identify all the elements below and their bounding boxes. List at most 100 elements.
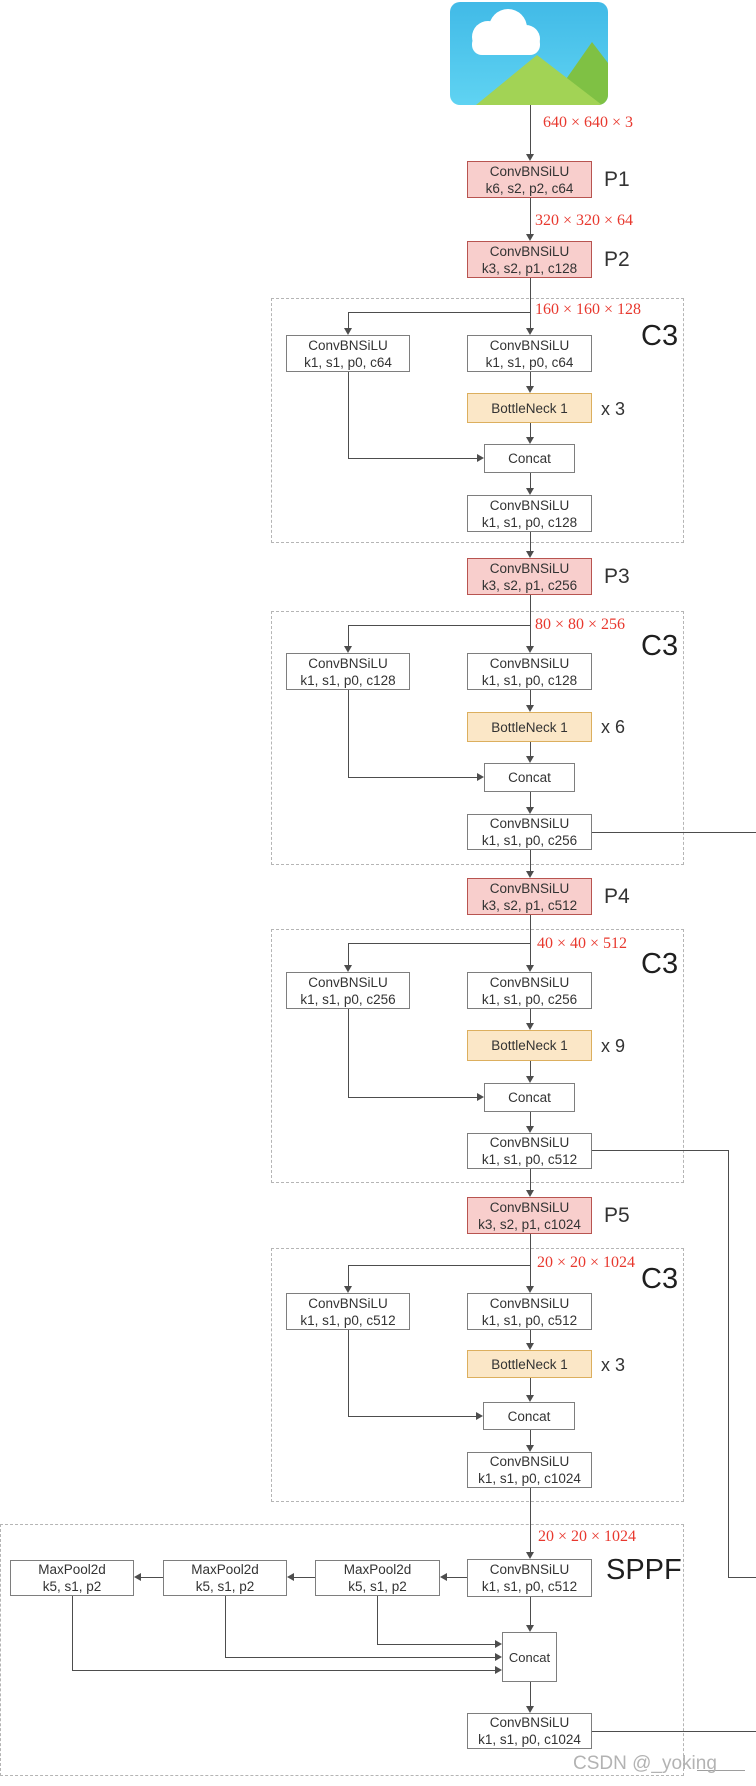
neck-output-line bbox=[592, 832, 756, 833]
arrowhead bbox=[526, 1445, 534, 1452]
c3-3-repeat-label: x 9 bbox=[601, 1036, 626, 1056]
c3-3-group-box bbox=[271, 929, 684, 1183]
arrowhead bbox=[526, 1706, 534, 1713]
dim-label-c3-4: 20 × 20 × 1024 bbox=[537, 1254, 636, 1271]
box-params: k1, s1, p0, c64 bbox=[485, 354, 574, 370]
c3-2-out-conv-box: ConvBNSiLU k1, s1, p0, c256 bbox=[467, 814, 592, 850]
arrowhead bbox=[344, 1286, 352, 1293]
arrowhead bbox=[526, 1076, 534, 1083]
skip-line bbox=[348, 458, 477, 459]
skip-line bbox=[348, 1416, 476, 1417]
pool-branch-line bbox=[377, 1596, 378, 1645]
arrowhead bbox=[344, 646, 352, 653]
flow-line bbox=[530, 198, 531, 234]
box-params: k1, s1, p0, c256 bbox=[481, 991, 578, 1007]
arrowhead bbox=[526, 1552, 534, 1559]
box-title: ConvBNSiLU bbox=[489, 560, 570, 576]
arrowhead bbox=[344, 965, 352, 972]
box-title: ConvBNSiLU bbox=[308, 337, 388, 353]
c3-1-out-conv-box: ConvBNSiLU k1, s1, p0, c128 bbox=[467, 495, 592, 532]
arrowhead bbox=[287, 1573, 294, 1581]
box-title: ConvBNSiLU bbox=[489, 163, 570, 179]
arrowhead bbox=[526, 1395, 534, 1402]
arrowhead bbox=[526, 871, 534, 878]
flow-line bbox=[530, 1169, 531, 1190]
c3-4-label: C3 bbox=[641, 1263, 679, 1295]
box-title: BottleNeck 1 bbox=[491, 1038, 568, 1053]
stage-label-p1: P1 bbox=[604, 168, 630, 191]
c3-2-left-conv-box: ConvBNSiLU k1, s1, p0, c128 bbox=[286, 653, 410, 690]
sppf-group-box bbox=[0, 1524, 684, 1776]
box-params: k3, s2, p1, c128 bbox=[481, 260, 578, 276]
arrowhead bbox=[495, 1640, 502, 1648]
flow-line bbox=[530, 531, 531, 551]
flow-line bbox=[530, 1430, 531, 1445]
box-title: ConvBNSiLU bbox=[489, 1454, 570, 1469]
c3-3-bottleneck-box: BottleNeck 1 bbox=[467, 1030, 592, 1061]
arrowhead bbox=[526, 1625, 534, 1632]
skip-line bbox=[348, 1097, 477, 1098]
box-title: ConvBNSiLU bbox=[489, 1295, 570, 1311]
neck-output-line bbox=[592, 1150, 729, 1151]
arrowhead bbox=[526, 488, 534, 495]
arrowhead bbox=[526, 551, 534, 558]
box-title: BottleNeck 1 bbox=[491, 400, 568, 416]
branch-line bbox=[348, 1265, 530, 1266]
dim-label-c3-3: 40 × 40 × 512 bbox=[537, 935, 628, 952]
flow-line bbox=[530, 278, 531, 328]
skip-line bbox=[348, 777, 477, 778]
box-title: Concat bbox=[507, 1408, 551, 1424]
flow-line bbox=[530, 423, 531, 437]
flow-line bbox=[530, 105, 531, 154]
c3-2-bottleneck-box: BottleNeck 1 bbox=[467, 712, 592, 742]
dim-label-input: 640 × 640 × 3 bbox=[543, 114, 634, 131]
arrowhead bbox=[526, 965, 534, 972]
neck-output-line bbox=[728, 1577, 756, 1578]
arrowhead bbox=[526, 807, 534, 814]
branch-line bbox=[348, 312, 349, 328]
box-title: ConvBNSiLU bbox=[489, 243, 570, 259]
pool-branch-line bbox=[72, 1596, 73, 1671]
arrowhead bbox=[134, 1573, 141, 1581]
c3-1-label: C3 bbox=[641, 320, 679, 352]
stage-label-p3: P3 bbox=[604, 565, 630, 588]
skip-line bbox=[348, 372, 349, 459]
neck-output-line bbox=[728, 1150, 729, 1578]
sppf-label: SPPF bbox=[606, 1554, 682, 1586]
c3-1-group-box bbox=[271, 298, 684, 543]
flow-line bbox=[530, 742, 531, 756]
conv-p4-box: ConvBNSiLU k3, s2, p1, c512 bbox=[467, 878, 592, 915]
box-title: ConvBNSiLU bbox=[489, 1562, 570, 1577]
box-title: Concat bbox=[508, 1090, 551, 1105]
skip-line bbox=[348, 1009, 349, 1098]
c3-1-left-conv-box: ConvBNSiLU k1, s1, p0, c64 bbox=[286, 335, 410, 372]
c3-3-concat-box: Concat bbox=[484, 1083, 575, 1112]
maxpool-chain-line bbox=[447, 1577, 467, 1578]
conv-p2-box: ConvBNSiLU k3, s2, p1, c128 bbox=[467, 241, 592, 278]
arrowhead bbox=[526, 154, 534, 161]
c3-3-label: C3 bbox=[641, 948, 679, 980]
branch-line bbox=[348, 312, 530, 313]
box-title: ConvBNSiLU bbox=[489, 1715, 570, 1730]
box-params: k3, s2, p1, c256 bbox=[481, 577, 578, 593]
box-params: k1, s1, p0, c512 bbox=[481, 1312, 578, 1328]
arrowhead bbox=[477, 1093, 484, 1101]
front-mountain-icon bbox=[476, 55, 602, 105]
branch-line bbox=[348, 1265, 349, 1286]
arrowhead bbox=[526, 234, 534, 241]
c3-4-repeat-label: x 3 bbox=[601, 1355, 626, 1375]
branch-line bbox=[348, 625, 349, 646]
arrowhead bbox=[476, 1412, 483, 1420]
c3-2-repeat-label: x 6 bbox=[601, 717, 626, 737]
arrowhead bbox=[526, 386, 534, 393]
c3-4-right-conv-box: ConvBNSiLU k1, s1, p0, c512 bbox=[467, 1293, 592, 1330]
arrowhead bbox=[526, 646, 534, 653]
box-params: k5, s1, p2 bbox=[42, 1579, 102, 1594]
cloud-icon bbox=[472, 9, 540, 55]
box-title: ConvBNSiLU bbox=[489, 974, 570, 990]
flow-line bbox=[530, 1112, 531, 1126]
maxpool-box-3: MaxPool2d k5, s1, p2 bbox=[315, 1560, 440, 1596]
box-title: ConvBNSiLU bbox=[308, 1295, 388, 1311]
box-title: ConvBNSiLU bbox=[308, 974, 388, 990]
